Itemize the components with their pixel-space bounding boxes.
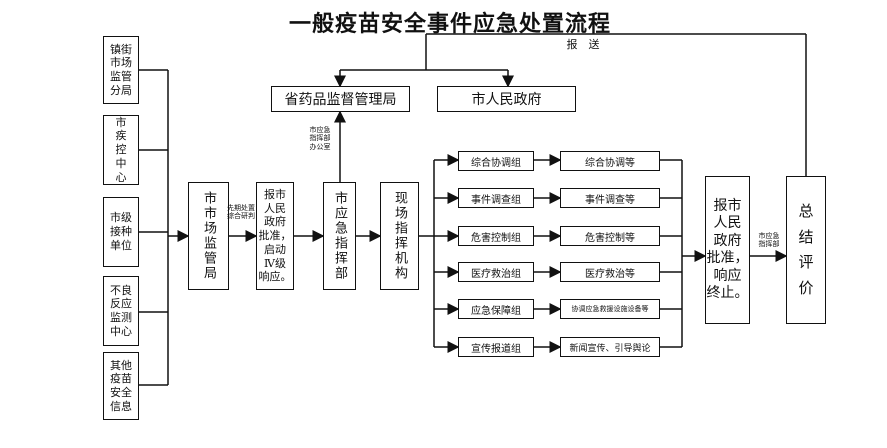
- city-government-box: 市人民政府: [437, 86, 576, 112]
- source-box-cdc: 市 疾 控 中 心: [103, 115, 139, 185]
- group-hazard-control: 危害控制组: [458, 226, 534, 246]
- diagram-title: 一般疫苗安全事件应急处置流程: [288, 11, 611, 37]
- task-hazard-control: 危害控制等: [560, 226, 660, 246]
- market-bureau-box: 市市场监管局: [188, 182, 229, 290]
- group-publicity: 宣传报道组: [458, 337, 534, 357]
- group-investigation: 事件调查组: [458, 188, 534, 208]
- report-end-box: 报市 人民 政府 批准， 响应 终止。: [705, 176, 750, 324]
- source-box-town-bureau: 镇街 市场 监管 分局: [103, 36, 139, 104]
- command-dept-box: 市应急指挥部: [323, 182, 356, 290]
- field-command-box: 现场指挥机构: [380, 182, 419, 290]
- command-label-2: 市应急 指挥部: [758, 232, 780, 249]
- task-medical: 医疗救治等: [560, 262, 660, 282]
- group-medical: 医疗救治组: [458, 262, 534, 282]
- initial-handling-label: 先期处置 综合研判: [227, 204, 255, 221]
- report-gov-box: 报市 人民 政府 批准， 启动 Ⅳ级 响应。: [256, 182, 294, 290]
- source-box-adverse-reaction: 不良 反应 监测 中心: [103, 276, 139, 346]
- task-publicity: 新闻宣传、引导舆论: [560, 337, 660, 357]
- group-coordination: 综合协调组: [458, 151, 534, 171]
- task-support: 协调应急救援设施设备等: [560, 299, 660, 319]
- source-box-other-info: 其他 疫苗 安全 信息: [103, 352, 139, 420]
- source-box-vaccination-unit: 市级 接种 单位: [103, 197, 139, 267]
- group-support: 应急保障组: [458, 299, 534, 319]
- summary-box: 总 结 评 价: [786, 176, 826, 324]
- task-investigation: 事件调查等: [560, 188, 660, 208]
- provincial-drug-admin-box: 省药品监督管理局: [271, 86, 410, 112]
- report-label: 报 送: [566, 38, 600, 51]
- task-coordination: 综合协调等: [560, 151, 660, 171]
- command-office-label: 市应急 指挥部 办公室: [309, 126, 331, 151]
